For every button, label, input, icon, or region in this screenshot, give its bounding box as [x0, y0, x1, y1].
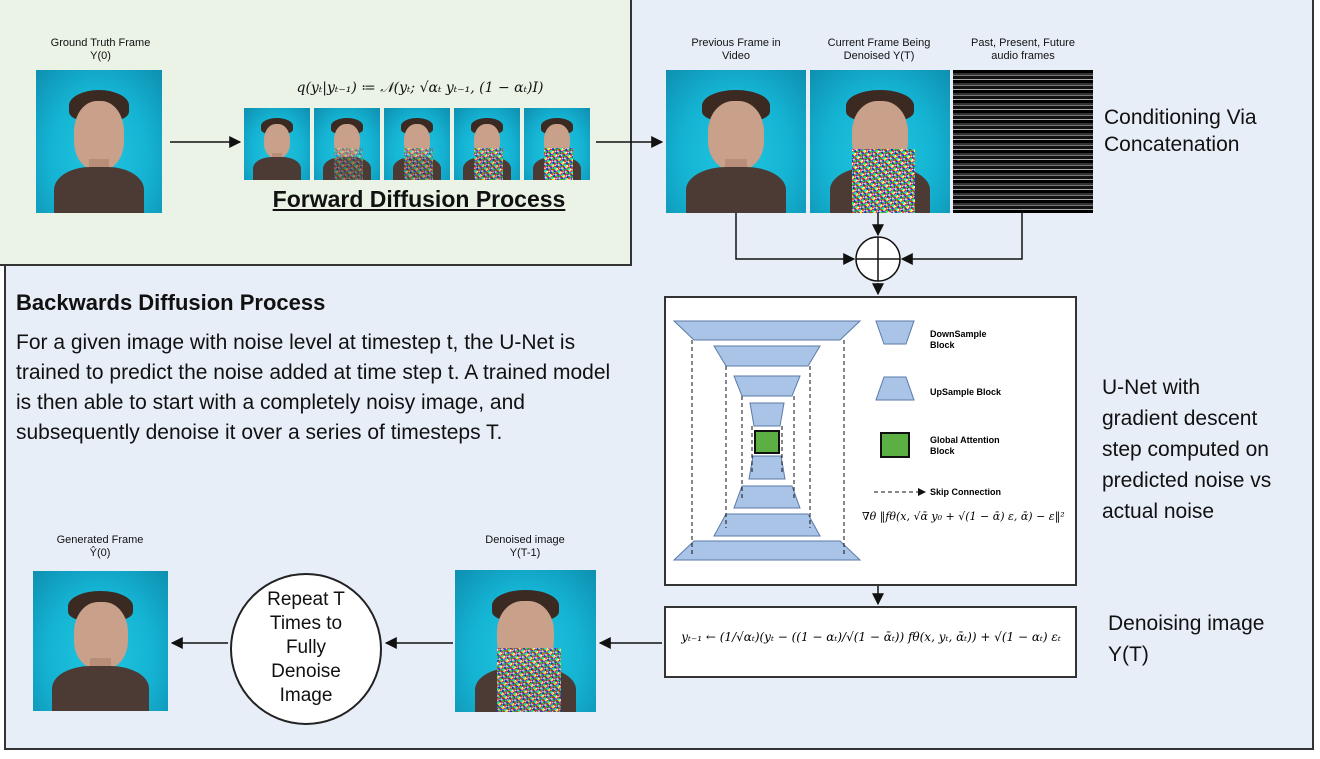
up-block-3: [713, 513, 821, 537]
noise-step-5: [524, 108, 590, 180]
previous-frame: [666, 70, 806, 213]
audio-caption: Past, Present, Future audio frames: [971, 37, 1075, 62]
legend-attention-shape: [880, 432, 910, 458]
legend-down-shape: [875, 320, 915, 345]
up-block-4: [672, 540, 862, 561]
denoised-frame: [455, 570, 596, 712]
legend-up-label: UpSample Block: [930, 387, 1002, 397]
loss-formula: ∇θ ‖fθ(x, √ᾱ y₀ + √(1 − ᾱ) ε, ᾱ) − ε‖²: [862, 510, 1065, 523]
current-frame-caption: Current Frame Being Denoised Y(T): [827, 37, 931, 62]
denoise-box: [664, 606, 1077, 678]
up-block-2: [733, 485, 801, 509]
current-noisy-frame: [810, 70, 950, 213]
forward-title: Forward Diffusion Process: [272, 186, 566, 212]
backward-description: For a given image with noise level at ti…: [16, 331, 611, 444]
denoised-caption: Denoised image Y(T-1): [485, 534, 565, 559]
legend-skip-label: Skip Connection: [930, 487, 1002, 497]
audio-frames: [953, 70, 1093, 213]
generated-frame: [33, 571, 168, 711]
legend-down-label: DownSample Block: [930, 329, 987, 350]
gt-caption: Ground Truth Frame Y(0): [50, 37, 151, 62]
noise-step-3: [384, 108, 450, 180]
noise-step-2: [314, 108, 380, 180]
legend-attention-label: Global Attention Block: [930, 435, 1000, 456]
noise-step-1: [244, 108, 310, 180]
backward-title: Backwards Diffusion Process: [16, 290, 326, 315]
unet-box: [664, 296, 1077, 586]
down-block-2: [713, 345, 821, 367]
up-block-1: [748, 455, 786, 480]
noise-step-4: [454, 108, 520, 180]
conditioning-label: Conditioning Via Concatenation: [1104, 106, 1257, 156]
unet-diagram: [672, 320, 926, 561]
forward-formula: q(yₜ|yₜ₋₁) ≔ 𝒩(yₜ; √αₜ yₜ₋₁, (1 − αₜ)I): [296, 80, 544, 96]
unet-label: U-Net with gradient descent step compute…: [1102, 376, 1272, 523]
generated-caption: Generated Frame Ŷ(0): [56, 534, 144, 559]
denoise-label: Denoising image Y(T): [1108, 612, 1265, 666]
prev-frame-caption: Previous Frame in Video: [691, 37, 781, 62]
repeat-circle: [230, 573, 382, 725]
ground-truth-frame: [36, 70, 162, 213]
denoise-formula: yₜ₋₁ ← (1/√αₜ)(yₜ − ((1 − αₜ)/√(1 − ᾱₜ))…: [681, 630, 1061, 644]
attention-block: [754, 430, 780, 454]
legend-up-shape: [875, 376, 915, 401]
down-block-3: [733, 375, 801, 397]
down-block-1: [672, 320, 862, 341]
down-block-4: [749, 402, 785, 427]
repeat-text: Repeat T Times to Fully Denoise Image: [267, 589, 345, 706]
